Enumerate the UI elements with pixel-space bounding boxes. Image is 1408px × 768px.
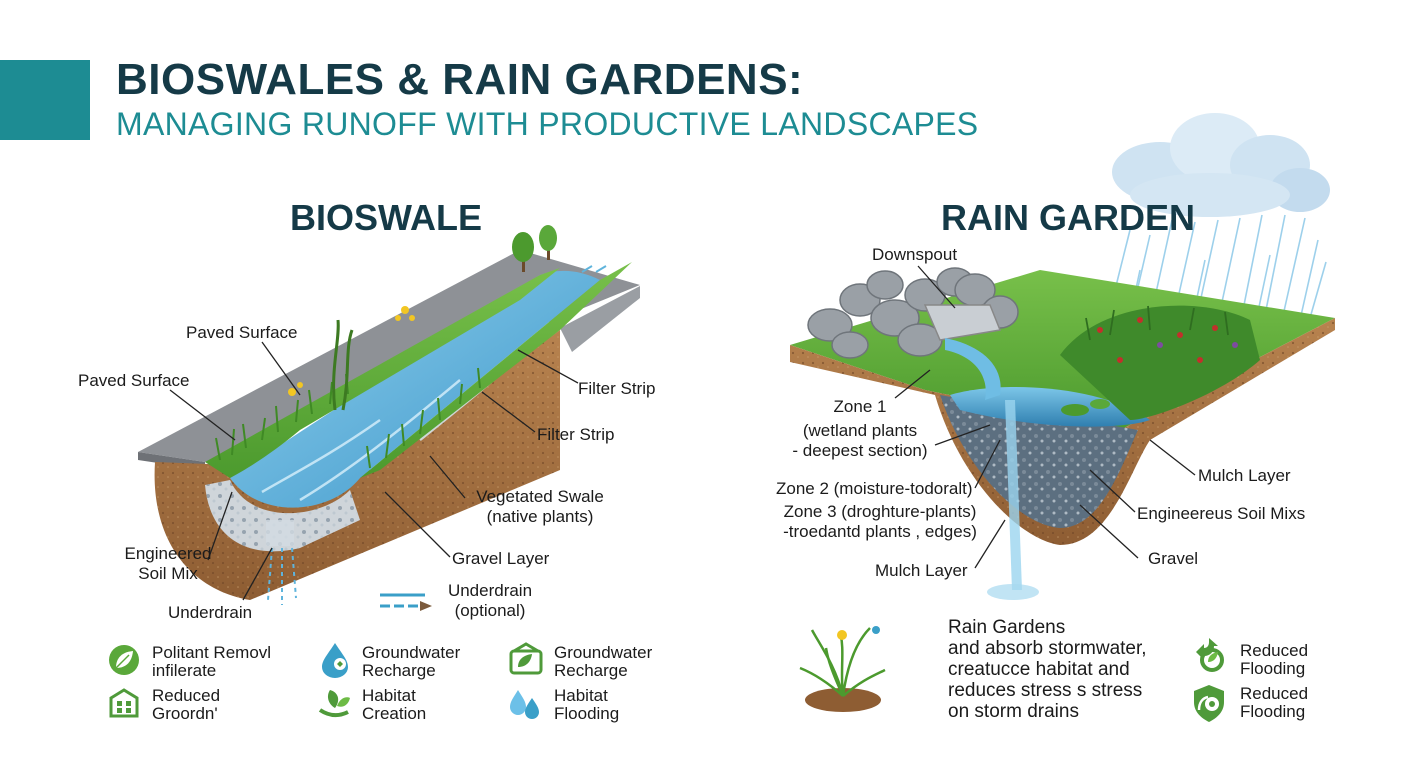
page-subtitle: MANAGING RUNOFF WITH PRODUCTIVE LANDSCAP… (116, 106, 979, 142)
label-downspout: Downspout (872, 245, 958, 264)
label-filter-strip-lower: Filter Strip (537, 425, 615, 444)
rain-cloud-icon (1112, 113, 1330, 217)
label-underdrain-opt-line1: Underdrain (447, 581, 533, 600)
benefit-3-line1: Groundwater (554, 643, 653, 662)
downspout-waterfall (945, 338, 1001, 400)
bioswale-right-grass (360, 262, 632, 478)
label-zone3-line1: Zone 3 (droghture-plants) (783, 502, 977, 521)
benefit-6-line1: Habitat (554, 686, 608, 705)
label-engineered-soil-mix: Engineered Soil Mix (108, 544, 228, 584)
shield-leaf-icon (1194, 685, 1224, 722)
benefit-6: Habitat Flooding (554, 687, 619, 723)
benefit-2: Groundwater Recharge (362, 644, 460, 680)
label-zone3: Zone 3 (droghture-plants) -troedantd pla… (770, 502, 990, 542)
page-title: BIOSWALES & RAIN GARDENS: (116, 55, 804, 104)
plant-hand-icon (318, 690, 350, 718)
garden-icon (509, 642, 543, 675)
rain-garden-illustration (790, 113, 1335, 600)
bioswale-water-channel (230, 270, 600, 508)
label-vegetated-swale-line1: Vegetated Swale (476, 487, 604, 506)
benefit-5-line1: Habitat (362, 686, 416, 705)
benefit-1-line1: Politant Removl (152, 643, 272, 662)
rg-benefit-1-line1: Reduced (1240, 641, 1309, 660)
description-line-1: Rain Gardens (948, 617, 1066, 638)
benefit-1: Politant Removl infilerate (152, 644, 271, 680)
label-vegetated-swale-line2: (native plants) (486, 507, 594, 526)
rg-benefit-2-line2: Flooding (1240, 702, 1306, 721)
label-zone1-line2: (wetland plants (802, 421, 918, 440)
label-zone1: Zone 1 (wetland plants - deepest section… (780, 397, 940, 461)
rain-garden-pond (950, 387, 1150, 427)
bioswale-trees (512, 225, 557, 272)
label-mulch-layer-left: Mulch Layer (875, 561, 968, 580)
rain-garden-title: RAIN GARDEN (941, 197, 1196, 238)
label-underdrain-opt-line2: (optional) (454, 601, 526, 620)
benefit-6-line2: Flooding (554, 704, 620, 723)
benefit-3-line2: Recharge (554, 661, 628, 680)
building-icon (109, 688, 139, 718)
label-gravel: Gravel (1148, 549, 1199, 568)
label-engineered-line1: Engineered (124, 544, 212, 563)
header-accent-bar (0, 60, 90, 140)
droplets-icon (510, 690, 539, 719)
label-gravel-layer: Gravel Layer (452, 549, 550, 568)
description-line-4: reduces stress s stress (948, 680, 1143, 701)
label-zone2: Zone 2 (moisture-todoralt) (776, 479, 973, 498)
label-vegetated-swale: Vegetated Swale (native plants) (455, 487, 625, 527)
bioswale-left-grass (205, 268, 560, 478)
bioswale-leader-lines (169, 341, 579, 601)
leaf-icon (109, 645, 139, 675)
label-zone3-line2: -troedantd plants , edges) (783, 522, 977, 541)
benefit-4-line1: Reduced (152, 686, 221, 705)
plant-illustration (799, 626, 886, 712)
label-engineered-line2: Soil Mix (138, 564, 198, 583)
water-drop-icon (322, 643, 348, 678)
label-zone1-line1: Zone 1 (833, 397, 887, 416)
benefit-4-line2: Groordn' (152, 704, 218, 723)
rg-benefit-2-line1: Reduced (1240, 684, 1309, 703)
recycle-leaf-icon (1196, 638, 1224, 672)
label-mulch-layer-right: Mulch Layer (1198, 466, 1291, 485)
benefit-2-line2: Recharge (362, 661, 436, 680)
description-line-2: and absorb stormwater, (948, 638, 1147, 659)
benefit-4: Reduced Groordn' (152, 687, 220, 723)
rg-benefit-1: Reduced Flooding (1240, 642, 1308, 678)
label-underdrain-optional: Underdrain (optional) (440, 581, 540, 621)
benefit-5: Habitat Creation (362, 687, 426, 723)
benefit-1-line2: infilerate (152, 661, 217, 680)
label-filter-strip-upper: Filter Strip (578, 379, 656, 398)
bioswale-illustration (138, 225, 640, 611)
label-paved-surface-upper: Paved Surface (186, 323, 298, 342)
description-line-5: on storm drains (948, 701, 1079, 722)
label-engineered-soil: Engineereus Soil Mixs (1137, 504, 1306, 523)
benefit-3: Groundwater Recharge (554, 644, 652, 680)
description-line-3: creatucce habitat and (948, 659, 1130, 680)
rain-garden-description: Rain Gardens and absorb stormwater, crea… (948, 617, 1147, 722)
rain-garden-rocks (807, 267, 1019, 359)
rain-garden-leader-lines (894, 265, 1196, 569)
downspout-outlet (923, 304, 1002, 341)
label-zone1-line3: - deepest section) (792, 441, 928, 460)
bioswale-title: BIOSWALE (290, 197, 483, 238)
label-underdrain: Underdrain (168, 603, 253, 622)
benefit-5-line2: Creation (362, 704, 427, 723)
label-paved-surface-lower: Paved Surface (78, 371, 190, 390)
rg-benefit-1-line2: Flooding (1240, 659, 1306, 678)
benefit-2-line1: Groundwater (362, 643, 461, 662)
rg-benefit-2: Reduced Flooding (1240, 685, 1308, 721)
